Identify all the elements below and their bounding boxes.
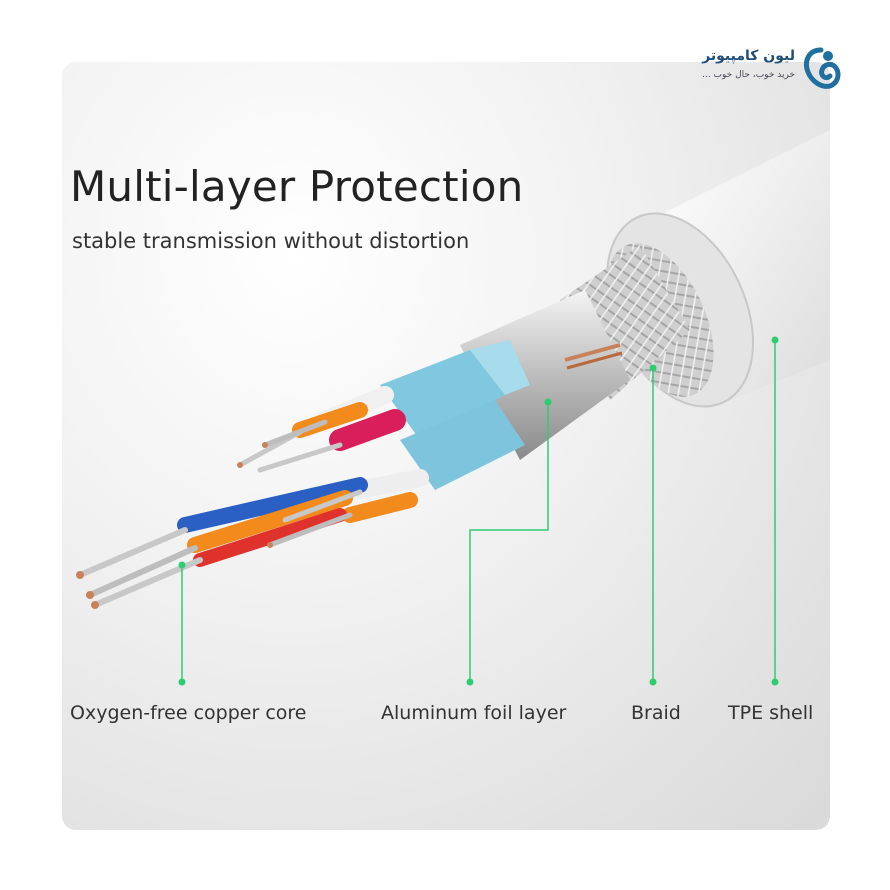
foil-wraps	[380, 340, 530, 490]
copper-strands	[76, 419, 363, 609]
brand-logo: لیون کامپیوتر خرید خوب، حال خوب ...	[700, 44, 850, 94]
page-title: Multi-layer Protection	[70, 162, 524, 211]
label-aluminum-foil: Aluminum foil layer	[381, 702, 567, 724]
inner-wires	[177, 386, 429, 567]
logo-mark-icon	[804, 47, 841, 89]
logo-name: لیون کامپیوتر	[702, 48, 795, 64]
callout-foil	[466, 398, 552, 686]
label-braid: Braid	[631, 702, 681, 724]
callout-braid	[649, 364, 657, 686]
label-tpe-shell: TPE shell	[728, 702, 814, 724]
label-copper-core: Oxygen-free copper core	[70, 702, 307, 724]
page-subtitle: stable transmission without distortion	[72, 229, 470, 253]
callout-copper	[178, 561, 186, 686]
logo-tagline: خرید خوب، حال خوب ...	[702, 70, 795, 80]
callout-shell	[771, 336, 779, 686]
